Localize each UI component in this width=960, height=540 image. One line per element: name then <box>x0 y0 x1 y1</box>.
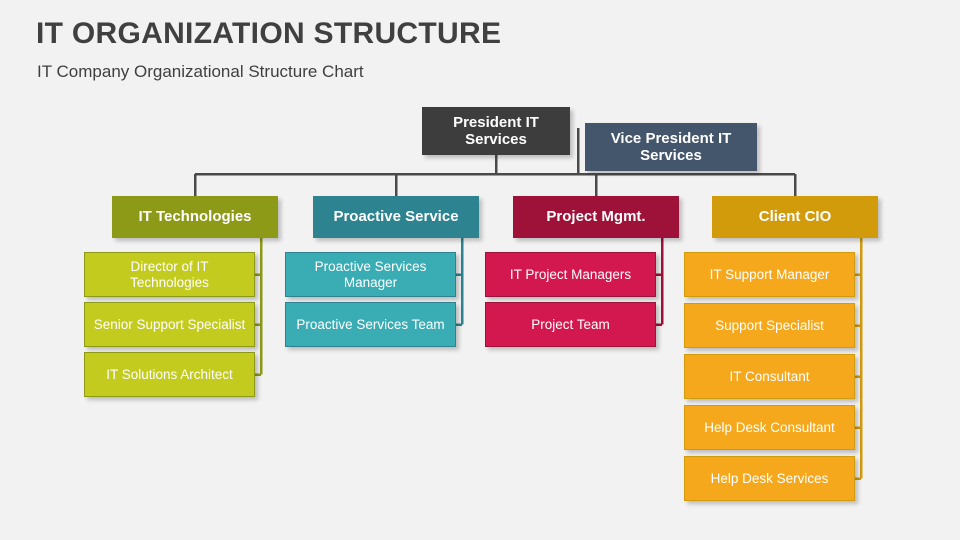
node-client-cio-child-3-label: Help Desk Consultant <box>704 419 835 435</box>
page-title: IT ORGANIZATION STRUCTURE <box>36 17 502 50</box>
node-project-mgmt-label: Project Mgmt. <box>546 208 646 226</box>
node-president-label: President IT Services <box>453 113 539 148</box>
node-client-cio-child-4-label: Help Desk Services <box>710 470 829 486</box>
node-client-cio-child-2-label: IT Consultant <box>729 368 810 384</box>
node-vice-president[interactable]: Vice President IT Services <box>585 123 757 171</box>
node-it-technologies-child-0-label: Director of IT Technologies <box>130 259 209 290</box>
node-client-cio-child-2[interactable]: IT Consultant <box>684 354 855 399</box>
node-project-mgmt-child-1[interactable]: Project Team <box>485 302 656 347</box>
node-it-technologies[interactable]: IT Technologies <box>112 196 278 238</box>
node-project-mgmt-child-1-label: Project Team <box>531 316 610 332</box>
node-president[interactable]: President IT Services <box>422 107 570 155</box>
node-client-cio-child-1-label: Support Specialist <box>715 317 824 333</box>
node-client-cio-child-4[interactable]: Help Desk Services <box>684 456 855 501</box>
node-client-cio-label: Client CIO <box>758 208 832 226</box>
node-client-cio-child-0[interactable]: IT Support Manager <box>684 252 855 297</box>
node-client-cio-child-1[interactable]: Support Specialist <box>684 303 855 348</box>
page-subtitle: IT Company Organizational Structure Char… <box>37 62 364 81</box>
node-proactive-service-child-0-label: Proactive Services Manager <box>314 259 427 290</box>
node-it-technologies-label: IT Technologies <box>138 208 252 226</box>
node-proactive-service[interactable]: Proactive Service <box>313 196 479 238</box>
node-it-technologies-child-2-label: IT Solutions Architect <box>106 366 233 382</box>
node-project-mgmt[interactable]: Project Mgmt. <box>513 196 679 238</box>
node-proactive-service-child-1-label: Proactive Services Team <box>296 316 445 332</box>
node-proactive-service-label: Proactive Service <box>333 208 459 226</box>
node-proactive-service-child-0[interactable]: Proactive Services Manager <box>285 252 456 297</box>
node-project-mgmt-child-0-label: IT Project Managers <box>509 266 632 282</box>
node-vice-president-label: Vice President IT Services <box>610 129 732 164</box>
node-it-technologies-child-1[interactable]: Senior Support Specialist <box>84 302 255 347</box>
node-it-technologies-child-1-label: Senior Support Specialist <box>93 316 246 332</box>
node-project-mgmt-child-0[interactable]: IT Project Managers <box>485 252 656 297</box>
node-it-technologies-child-2[interactable]: IT Solutions Architect <box>84 352 255 397</box>
node-client-cio-child-0-label: IT Support Manager <box>709 266 830 282</box>
node-client-cio-child-3[interactable]: Help Desk Consultant <box>684 405 855 450</box>
node-client-cio[interactable]: Client CIO <box>712 196 878 238</box>
node-proactive-service-child-1[interactable]: Proactive Services Team <box>285 302 456 347</box>
node-it-technologies-child-0[interactable]: Director of IT Technologies <box>84 252 255 297</box>
